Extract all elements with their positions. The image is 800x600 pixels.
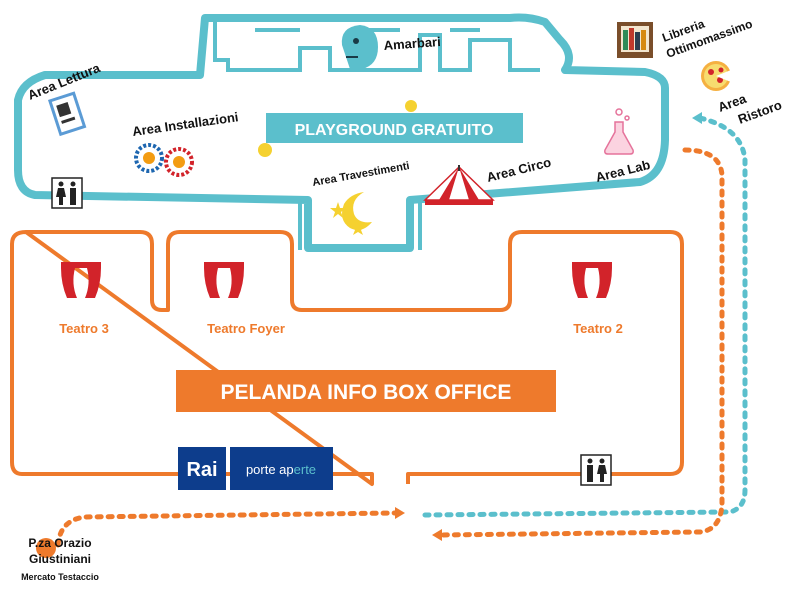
ball-icon	[258, 100, 417, 157]
amarbari-label: Amarbari	[383, 34, 441, 53]
teatro-2-label: Teatro 2	[573, 321, 623, 336]
area-circo-label: Area Circo	[485, 154, 552, 184]
playground-banner: PLAYGROUND GRATUITO	[266, 113, 523, 143]
restroom-icon	[580, 454, 612, 486]
upper-floor-outline	[14, 13, 669, 252]
location-marker: P.za Orazio Giustiniani Mercato Testacci…	[21, 536, 99, 582]
curtain-icon	[572, 262, 612, 298]
lower-floor-outline	[10, 230, 684, 486]
pizza-icon	[701, 61, 731, 91]
gears-icon	[134, 143, 194, 177]
rai-sponsor: Rai porte aperte	[178, 447, 333, 490]
box-office-banner-text: PELANDA INFO BOX OFFICE	[221, 381, 512, 404]
moon-stars-icon	[330, 192, 372, 235]
rai-tagline-a: porte ap	[246, 462, 294, 477]
curtain-icon	[61, 262, 101, 298]
rai-logo: Rai	[186, 459, 217, 481]
rai-tagline-b: erte	[294, 462, 316, 477]
path-lines	[55, 112, 748, 548]
location-line2: Giustiniani	[29, 552, 91, 566]
teatro-3-label: Teatro 3	[59, 321, 109, 336]
area-travestimenti-label: Area Travestimenti	[311, 160, 410, 189]
location-line3: Mercato Testaccio	[21, 572, 99, 582]
box-office-banner: PELANDA INFO BOX OFFICE	[176, 370, 556, 412]
book-icon	[48, 91, 87, 137]
location-line1: P.za Orazio	[28, 536, 91, 550]
flask-icon	[604, 108, 634, 155]
playground-banner-text: PLAYGROUND GRATUITO	[295, 122, 494, 139]
area-installazioni-label: Area Installazioni	[131, 109, 239, 139]
teatro-foyer-label: Teatro Foyer	[207, 321, 285, 336]
bookshelf-icon	[617, 22, 653, 58]
face-icon	[341, 25, 378, 69]
restroom-icon	[51, 177, 83, 209]
circus-tent-icon	[423, 165, 495, 205]
rai-tagline: porte aperte	[246, 462, 316, 477]
curtain-icon	[204, 262, 244, 298]
